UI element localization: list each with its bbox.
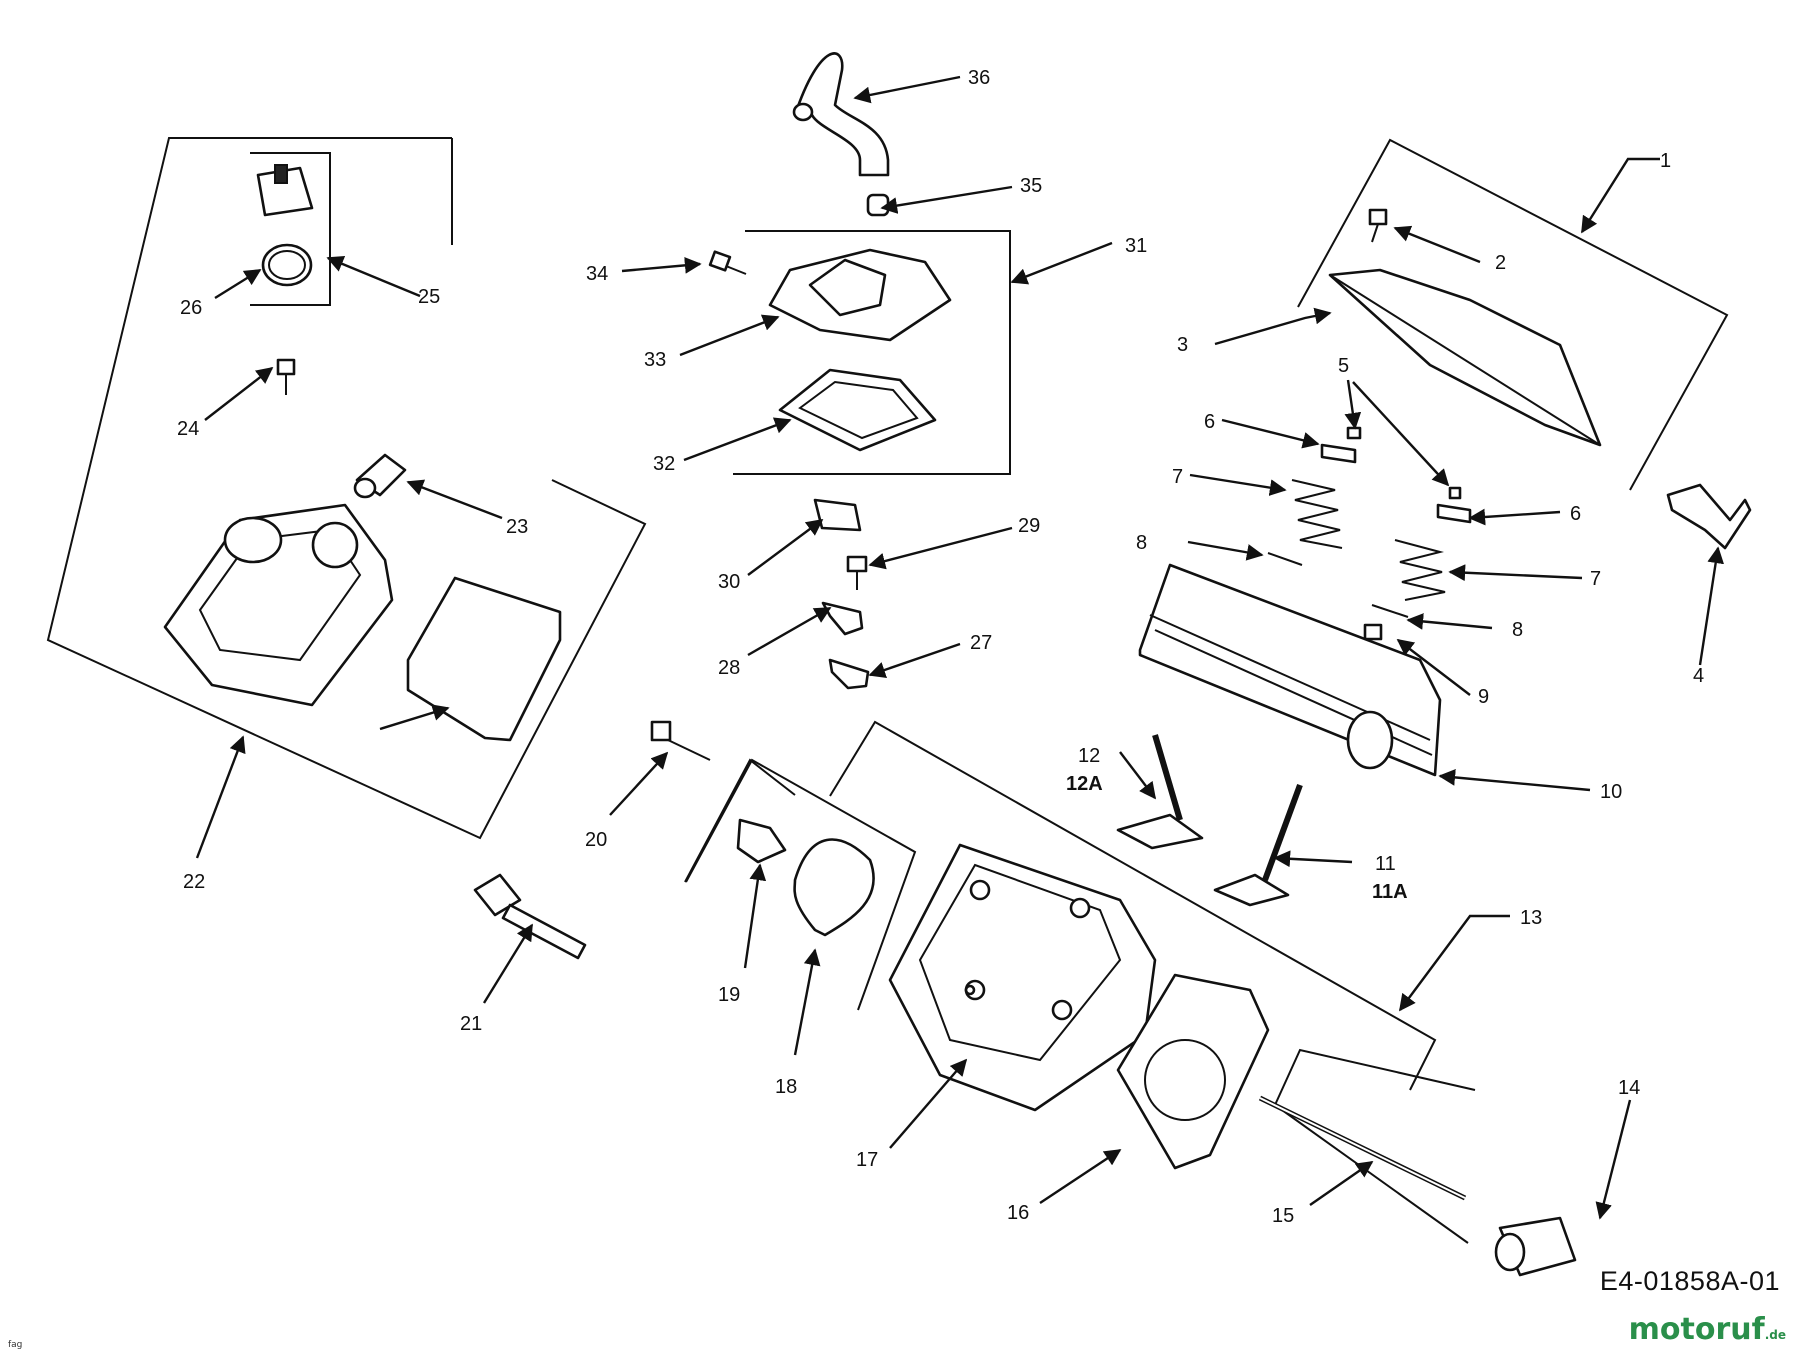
callout-19: 19: [718, 984, 740, 1006]
breather-tube-part: [792, 52, 890, 177]
drawing-code: E4-01858A-01: [1599, 1266, 1780, 1296]
screw-24-part: [276, 358, 296, 395]
part-30: [813, 498, 862, 532]
part-19: [736, 818, 787, 864]
head-bolt-part: [473, 873, 587, 960]
rocker-shaft-part: [1138, 563, 1442, 777]
callout-14: 14: [1618, 1077, 1640, 1099]
callout-4: 4: [1693, 665, 1704, 687]
callout-31: 31: [1125, 235, 1147, 257]
callout-11a: 11A: [1372, 881, 1408, 903]
bracket-4-part: [1666, 483, 1752, 550]
cylinder-head-part: [888, 843, 1157, 1112]
callout-28: 28: [718, 657, 740, 679]
callout-36: 36: [968, 67, 990, 89]
watermark-text: motoruf: [1628, 1312, 1765, 1347]
group-bracket-22: [46, 137, 647, 840]
callout-13: 13: [1520, 907, 1542, 929]
deflector-part: [793, 838, 875, 937]
tappet-part: [1494, 1216, 1577, 1277]
bolt-29-part: [846, 555, 868, 590]
part-27: [828, 658, 870, 690]
head-gasket-part: [1116, 973, 1270, 1170]
screw-2-part: [1368, 208, 1388, 243]
callout-17: 17: [856, 1149, 878, 1171]
callout-labels: 1 2 3 4 5 6 6 7 7 8 8 9 10 11 11A 12 12A…: [177, 67, 1704, 1227]
callout-32: 32: [653, 453, 675, 475]
callout-3: 3: [1177, 334, 1188, 356]
callout-24: 24: [177, 418, 199, 440]
oil-fill-cap-part: [256, 164, 314, 217]
elbow-fitting-part: [353, 453, 407, 499]
callout-12: 12: [1078, 745, 1100, 767]
callout-5: 5: [1338, 355, 1349, 377]
callout-23: 23: [506, 516, 528, 538]
callout-8: 8: [1136, 532, 1147, 554]
o-ring-26-part: [261, 243, 313, 287]
callout-21: 21: [460, 1013, 482, 1035]
group-bracket-31: [733, 230, 1011, 475]
watermark-logo: motoruf.de: [1629, 1312, 1786, 1347]
callout-6: 6: [1570, 503, 1581, 525]
callout-12a: 12A: [1066, 773, 1103, 795]
callout-6: 6: [1204, 411, 1215, 433]
screw-34-part: [708, 250, 747, 275]
cover-plate-33-part: [768, 248, 952, 342]
cover-gasket-part: [406, 576, 562, 742]
valve-11-part: [1213, 783, 1303, 907]
group-bracket-25: [250, 152, 331, 306]
valve-12-part: [1116, 734, 1204, 850]
callout-26: 26: [180, 297, 202, 319]
callout-2: 2: [1495, 252, 1506, 274]
seals-part: [1267, 552, 1409, 641]
group-bracket-1: [1297, 138, 1729, 491]
callout-11: 11: [1375, 853, 1396, 875]
callout-20: 20: [585, 829, 607, 851]
callout-16: 16: [1007, 1202, 1029, 1224]
callout-35: 35: [1020, 175, 1042, 197]
callout-1: 1: [1660, 150, 1671, 172]
callout-27: 27: [970, 632, 992, 654]
corner-mark: fag: [8, 1340, 23, 1350]
bolt-20-part: [650, 720, 711, 761]
watermark-suffix: .de: [1764, 1328, 1786, 1342]
valve-cover-part: [163, 503, 394, 707]
callout-15: 15: [1272, 1205, 1294, 1227]
callout-25: 25: [418, 286, 440, 308]
callout-18: 18: [775, 1076, 797, 1098]
push-rod-part: [1258, 1095, 1467, 1201]
callout-7: 7: [1590, 568, 1601, 590]
group-bracket-18-19: [685, 758, 917, 1011]
plug-part: [866, 193, 890, 217]
callout-10: 10: [1600, 781, 1622, 803]
leader-arrows: [195, 75, 1725, 1220]
callout-7: 7: [1172, 466, 1183, 488]
valve-springs-part: [1291, 479, 1446, 601]
rocker-cover-part: [1328, 268, 1602, 447]
callout-33: 33: [644, 349, 666, 371]
callout-9: 9: [1478, 686, 1489, 708]
callout-34: 34: [586, 263, 608, 285]
callout-30: 30: [718, 571, 740, 593]
callout-29: 29: [1018, 515, 1040, 537]
gasket-32-part: [778, 368, 937, 452]
callout-8: 8: [1512, 619, 1523, 641]
callout-22: 22: [183, 871, 205, 893]
